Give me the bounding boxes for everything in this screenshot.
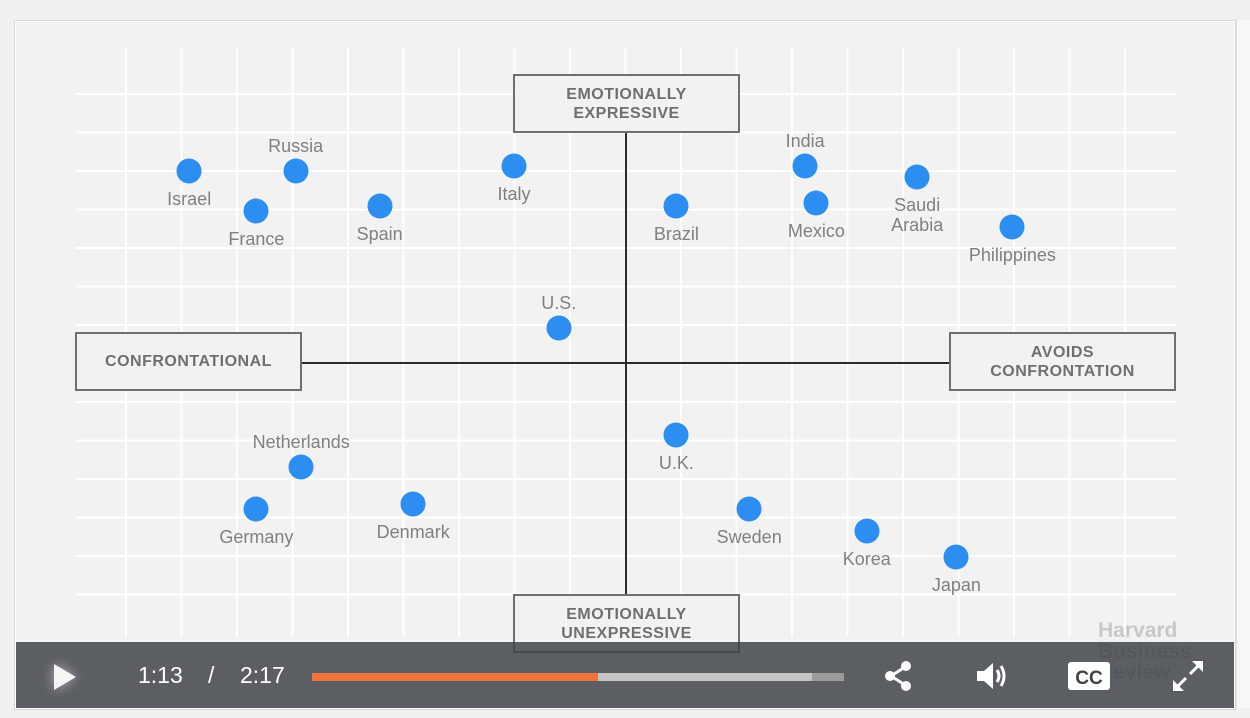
cc-text: CC (1075, 668, 1103, 689)
point-label: Saudi Arabia (891, 194, 944, 235)
scatter-point (792, 153, 818, 179)
scatter-point (400, 491, 426, 517)
point-label: Italy (497, 184, 531, 205)
scatter-point (367, 193, 393, 219)
scatter-point (283, 158, 309, 184)
share-icon (885, 661, 911, 691)
point-label: Sweden (716, 527, 782, 548)
time-separator: / (208, 662, 215, 688)
point-label: Spain (356, 224, 403, 245)
progress-bar[interactable] (312, 673, 844, 681)
scatter-point (999, 214, 1025, 240)
scatter-point (501, 153, 527, 179)
point-label: Israel (167, 189, 212, 210)
closed-captions-icon: CC (1068, 662, 1110, 690)
scatter-point (904, 164, 930, 190)
point-label: U.K. (658, 452, 694, 473)
point-label: Korea (842, 548, 891, 569)
point-label: U.S. (541, 293, 577, 314)
point-label: Germany (219, 527, 294, 548)
axis-label-right: AVOIDS CONFRONTATION (949, 332, 1176, 391)
scatter-point (803, 190, 829, 216)
progress-played (312, 673, 598, 681)
point-label: France (228, 229, 285, 250)
page-scroll-edge (1236, 20, 1250, 708)
volume-icon (977, 663, 1006, 689)
duration: 2:17 (240, 662, 285, 688)
fullscreen-icon (1173, 661, 1203, 691)
scatter-point (736, 496, 762, 522)
point-label: Netherlands (252, 431, 350, 452)
point-label: Japan (931, 575, 981, 596)
scatter-point (663, 193, 689, 219)
scatter-point (288, 454, 314, 480)
scatter-point (243, 198, 269, 224)
point-label: India (785, 131, 825, 152)
chart-axes (301, 132, 951, 602)
video-player[interactable]: EMOTIONALLY EXPRESSIVE EMOTIONALLY UNEXP… (16, 22, 1234, 708)
point-label: Denmark (376, 521, 450, 542)
scatter-point (663, 422, 689, 448)
scatter-point (943, 544, 969, 570)
scatter-point (176, 158, 202, 184)
axis-label-left: CONFRONTATIONAL (75, 332, 302, 391)
point-label: Brazil (653, 224, 699, 245)
player-control-bar: 1:13 / 2:17 CC (16, 642, 1234, 708)
play-button[interactable] (46, 660, 80, 694)
share-button[interactable] (880, 658, 916, 694)
point-label: Philippines (968, 245, 1056, 266)
point-label: Russia (268, 136, 324, 157)
axis-label-top: EMOTIONALLY EXPRESSIVE (513, 74, 740, 133)
play-icon (54, 664, 76, 690)
closed-captions-button[interactable]: CC (1066, 658, 1112, 694)
current-time: 1:13 (138, 662, 183, 688)
scatter-point (243, 496, 269, 522)
volume-button[interactable] (974, 658, 1010, 694)
fullscreen-button[interactable] (1170, 658, 1206, 694)
scatter-point (546, 315, 572, 341)
scatter-point (854, 518, 880, 544)
point-label: Mexico (787, 221, 845, 242)
